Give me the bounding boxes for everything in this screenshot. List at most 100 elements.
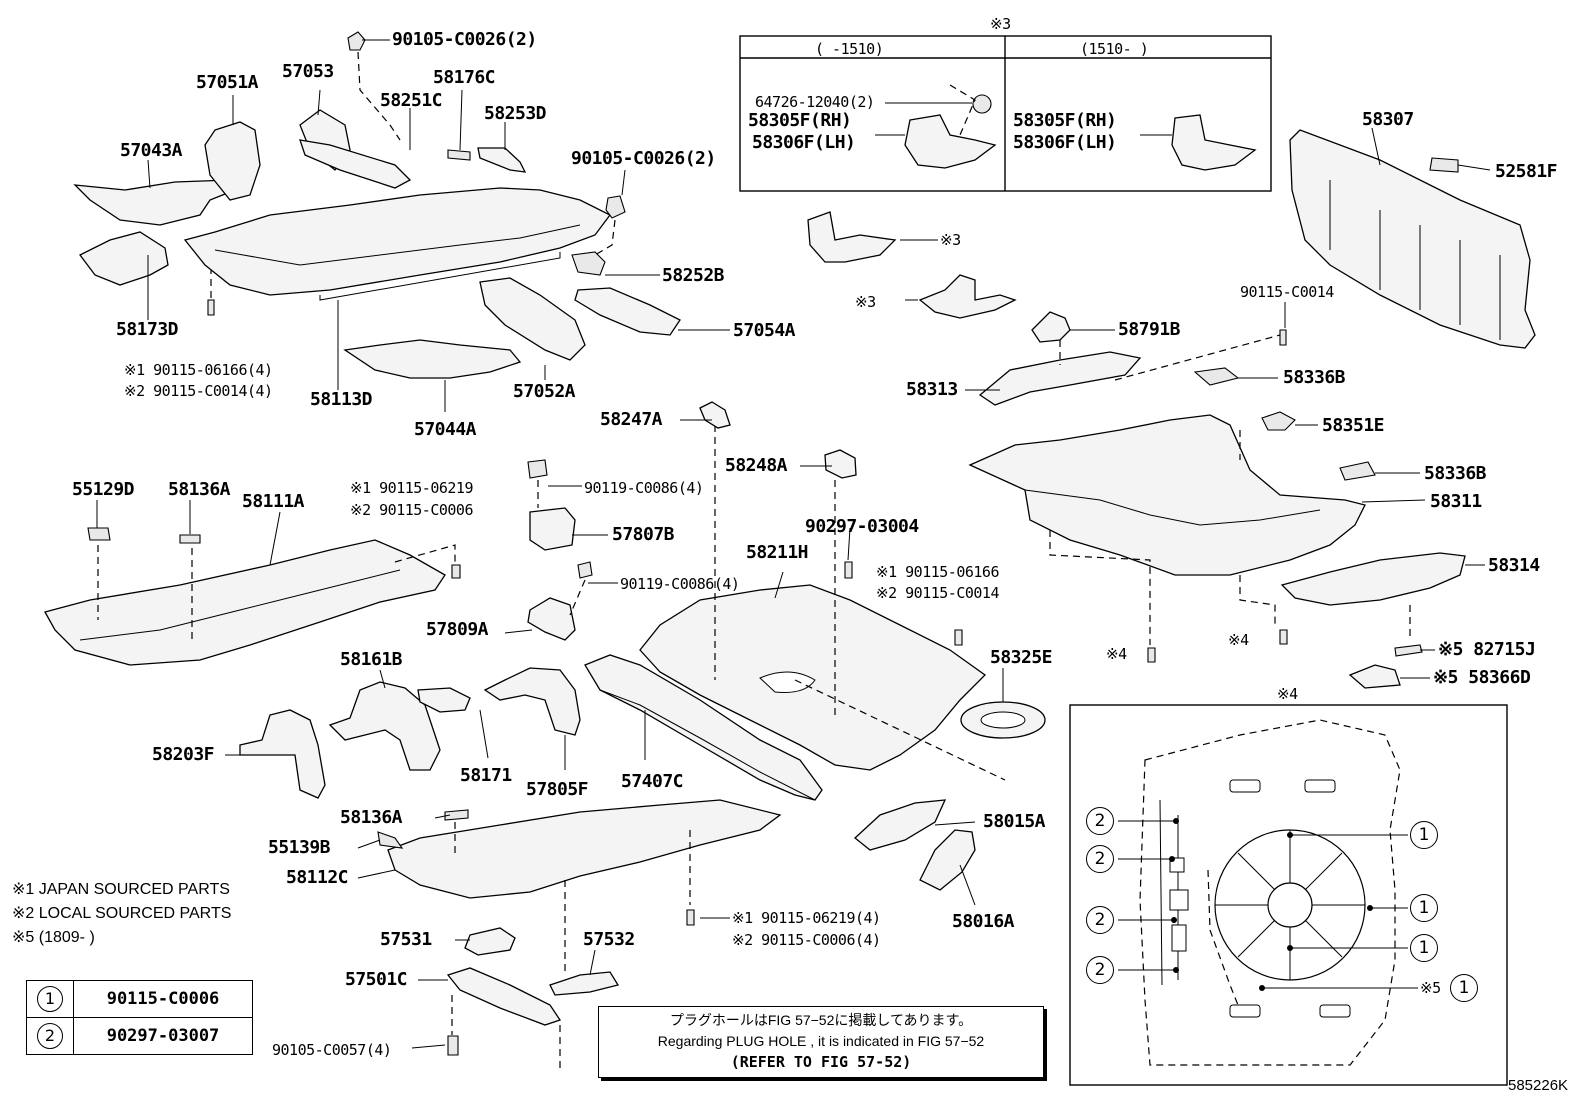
- part-58252B-shape: [571, 251, 606, 276]
- part-58307-shape: [1289, 129, 1536, 349]
- label-58314: 58314: [1488, 555, 1540, 576]
- part-58336B-b-shape: [1339, 461, 1376, 481]
- inset-3-col2-header: (1510- ): [1080, 40, 1149, 58]
- label-52581F: 52581F: [1495, 161, 1558, 182]
- part-82715J-shape: [1394, 644, 1423, 657]
- part-58113D-shape: [183, 187, 611, 296]
- fastener-legend: 1 90115-C0006 2 90297-03007: [26, 980, 253, 1055]
- part-57809A-shape: [527, 597, 576, 641]
- part-58366D-shape: [1348, 664, 1401, 689]
- label-58173D: 58173D: [116, 319, 179, 340]
- part-57044A-shape: [343, 339, 522, 379]
- label-58253D: 58253D: [484, 103, 547, 124]
- label-58176C: 58176C: [433, 67, 496, 88]
- reference-en: Regarding PLUG HOLE , it is indicated in…: [657, 1033, 985, 1049]
- inset-4-callout-2-a: 2: [1086, 807, 1114, 835]
- label-90297-03004: 90297-03004: [805, 516, 919, 537]
- label-57407C: 57407C: [621, 771, 684, 792]
- label-57532: 57532: [583, 929, 635, 950]
- legend-row: 2 90297-03007: [26, 1017, 253, 1055]
- label-58211H: 58211H: [746, 542, 809, 563]
- part-55129D-shape: [87, 527, 111, 541]
- part-58111A-shape: [44, 539, 446, 666]
- bolt-90115-c0014-right: [1279, 329, 1287, 346]
- inset-4-callout-2-b: 2: [1086, 845, 1114, 873]
- label-57501C: 57501C: [345, 969, 408, 990]
- part-58336B-a-shape: [1193, 367, 1240, 386]
- label-58203F: 58203F: [152, 744, 215, 765]
- part-58211H-shape: [639, 584, 987, 771]
- part-57531-shape: [464, 927, 516, 956]
- label-s4-b: ※4: [1228, 631, 1249, 649]
- note-s5-date: ※5 (1809- ): [12, 929, 95, 946]
- inset-4-callout-1-d: 1: [1450, 974, 1478, 1002]
- legend-symbol: 1: [37, 986, 63, 1012]
- label-90115-c0014-4: ※2 90115-C0014(4): [124, 382, 273, 400]
- part-58791B-shape: [1031, 311, 1071, 343]
- bolt-s4-a: [1147, 647, 1156, 663]
- part-57051A-shape: [204, 121, 261, 201]
- part-58112C-shape: [387, 799, 782, 899]
- reference-jp: プラグホールはFIG 57−52に掲載してあります。: [669, 1012, 973, 1028]
- label-58113D: 58113D: [310, 389, 373, 410]
- bolt-90105-c0026-top: [347, 31, 366, 51]
- label-55129D: 55129D: [72, 479, 135, 500]
- part-58015A-shape: [854, 799, 947, 851]
- part-58176C-shape: [447, 149, 471, 161]
- label-57044A: 57044A: [414, 419, 477, 440]
- label-58016A: 58016A: [952, 911, 1015, 932]
- part-57052A-shape: [479, 277, 586, 361]
- part-58161B-shape: [328, 681, 441, 771]
- part-57054A-shape: [574, 287, 681, 336]
- note-japan-sourced: ※1 JAPAN SOURCED PARTS: [12, 881, 230, 898]
- note-local-sourced: ※2 LOCAL SOURCED PARTS: [12, 905, 232, 922]
- label-58313: 58313: [906, 379, 958, 400]
- part-58313-shape: [978, 351, 1142, 406]
- inset-3-lh-right: 58306F(LH): [1013, 132, 1117, 153]
- label-58251C: 58251C: [380, 90, 443, 111]
- part-57805F-shape: [483, 667, 581, 736]
- bolt-90119-c0086-a: [527, 459, 548, 479]
- inset-4-callout-2-d: 2: [1086, 956, 1114, 984]
- label-s3-b: ※3: [855, 293, 876, 311]
- inset-3-bracket-left: [904, 114, 997, 169]
- part-58251C-shape: [299, 139, 412, 189]
- inset-3-bolt-icon: [972, 94, 992, 114]
- part-58173D-shape: [79, 231, 169, 286]
- legend-row: 1 90115-C0006: [26, 980, 253, 1018]
- label-57809A: 57809A: [426, 619, 489, 640]
- bolt-90115-06219-top: [451, 564, 461, 579]
- inset-4-callout-2-c: 2: [1086, 906, 1114, 934]
- label-57052A: 57052A: [513, 381, 576, 402]
- label-90119-c0086-b: 90119-C0086(4): [620, 575, 740, 593]
- label-82715J: ※5 82715J: [1438, 639, 1536, 660]
- label-57053: 57053: [282, 61, 334, 82]
- label-58366D: ※5 58366D: [1433, 667, 1531, 688]
- part-57501C-shape: [446, 967, 562, 1026]
- legend-part: 90115-C0006: [73, 980, 253, 1018]
- label-57805F: 57805F: [526, 779, 589, 800]
- bolt-90119-c0086-b: [577, 561, 593, 579]
- inset-4-callout-1-b: 1: [1410, 894, 1438, 922]
- part-57532-shape: [549, 971, 620, 996]
- label-58248A: 58248A: [725, 455, 788, 476]
- label-58136A-bot: 58136A: [340, 807, 403, 828]
- label-90115-06219-4: ※1 90115-06219(4): [732, 909, 881, 927]
- bolt-90105-c0026-mid: [605, 195, 626, 219]
- label-58171: 58171: [460, 765, 512, 786]
- label-90115-c0014-right: 90115-C0014: [1240, 283, 1334, 301]
- part-57407C-shape: [584, 654, 823, 801]
- label-90115-c0014: ※2 90115-C0014: [876, 584, 999, 602]
- part-52581F-shape: [1429, 157, 1459, 173]
- label-58015A: 58015A: [983, 811, 1046, 832]
- label-58325E: 58325E: [990, 647, 1053, 668]
- part-58136A-bot-shape: [444, 809, 469, 821]
- bolt-s4-b: [1279, 629, 1288, 645]
- label-58311: 58311: [1430, 491, 1482, 512]
- inset-3-rh-left: 58305F(RH): [748, 110, 852, 131]
- label-57043A: 57043A: [120, 140, 183, 161]
- label-55139B: 55139B: [268, 837, 331, 858]
- label-58336B-b: 58336B: [1424, 463, 1487, 484]
- label-90105-c0026-mid: 90105-C0026(2): [571, 148, 716, 169]
